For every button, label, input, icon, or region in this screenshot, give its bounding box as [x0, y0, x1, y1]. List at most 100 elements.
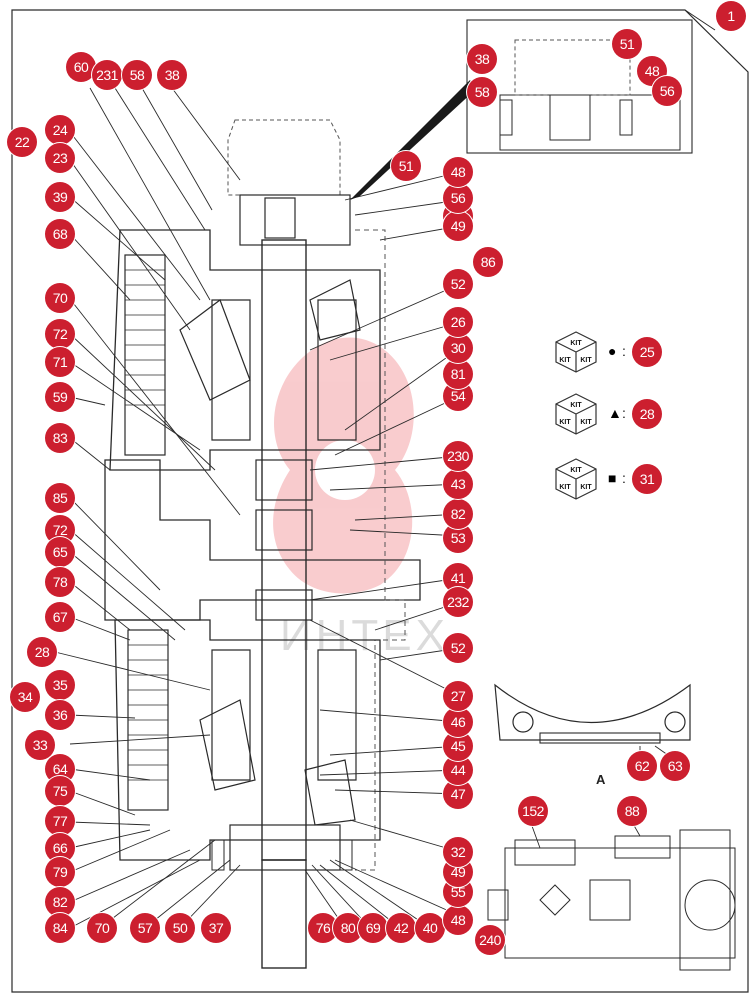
cylinder-upper-left [211, 299, 251, 441]
shaft-end [261, 859, 307, 969]
coupling [255, 459, 313, 501]
detail-a-rod [539, 732, 661, 744]
callout-badge: 79 [45, 857, 75, 887]
callout-badge: 37 [201, 913, 231, 943]
callout-badge: 45 [443, 731, 473, 761]
kit-label-left: KIT [559, 419, 571, 426]
legend-row-triangle: KIT KIT KIT ▲ : 28 [552, 392, 672, 436]
kit-label-right: KIT [580, 419, 592, 426]
dashed-outline [355, 229, 406, 871]
coupling-2 [255, 509, 313, 551]
callout-badge: 83 [45, 423, 75, 453]
swashplate-lower-r [304, 759, 356, 826]
callout-badge: 39 [45, 182, 75, 212]
detail-view-label: A [596, 772, 606, 787]
detail-pointer [350, 80, 475, 200]
kit-label-top: KIT [570, 402, 582, 409]
callout-badge: 43 [443, 469, 473, 499]
detail-a-outline [494, 683, 691, 741]
watermark-logo [273, 337, 414, 594]
kit-cube-icon: KIT KIT KIT [555, 393, 597, 435]
pump-assembly-thumbnail [487, 829, 736, 971]
coupling-3 [255, 589, 313, 621]
callout-badge: 62 [627, 751, 657, 781]
watermark-text: ИНТЕХ [280, 611, 449, 660]
swashplate-lower [199, 699, 256, 791]
legend-colon: : [622, 343, 626, 359]
detail-a-port-left [512, 711, 534, 733]
callout-badge: 26 [443, 307, 473, 337]
kit-label-right: KIT [580, 484, 592, 491]
callout-badge: 38 [467, 44, 497, 74]
callout-leader-1 [684, 9, 716, 31]
callout-badge: 77 [45, 806, 75, 836]
callout-badge: 88 [617, 796, 647, 826]
callout-badge: 58 [122, 60, 152, 90]
callout-badge: 52 [443, 269, 473, 299]
callout-badge: 33 [25, 730, 55, 760]
swashplate-upper [179, 299, 251, 401]
callout-badge: 59 [45, 382, 75, 412]
callout-badge: 82 [443, 499, 473, 529]
callout-badge: 1 [716, 1, 746, 31]
callout-badge: 36 [45, 700, 75, 730]
callout-badge: 58 [467, 77, 497, 107]
callout-badge: 84 [45, 913, 75, 943]
callout-badge: 57 [130, 913, 160, 943]
callout-badge: 35 [45, 670, 75, 700]
callout-badge: 72 [45, 319, 75, 349]
callout-badge: 52 [443, 633, 473, 663]
callout-badge: 68 [45, 219, 75, 249]
callout-badge: 70 [87, 913, 117, 943]
callout-badge: 75 [45, 776, 75, 806]
regulator-block [239, 194, 351, 246]
cylinder-lower-right [317, 649, 357, 781]
callout-badge: 40 [415, 913, 445, 943]
kit-label-left: KIT [559, 357, 571, 364]
regulator-top [227, 119, 341, 196]
housing-upper [109, 229, 381, 471]
swashplate-upper-r [309, 279, 361, 341]
callout-badge: 28 [27, 637, 57, 667]
callout-badge: 24 [45, 115, 75, 145]
callout-badge: 34 [10, 682, 40, 712]
callout-badge: 70 [45, 283, 75, 313]
legend-colon: : [622, 405, 626, 421]
kit-cube-icon: KIT KIT KIT [555, 458, 597, 500]
callout-badge: 56 [652, 76, 682, 106]
page-frame [11, 9, 749, 993]
callout-badge: 85 [45, 483, 75, 513]
callout-badge: 49 [443, 211, 473, 241]
legend-callout: 31 [632, 464, 662, 494]
gear-upper [124, 254, 166, 456]
callout-badge: 30 [443, 333, 473, 363]
kit-label-left: KIT [559, 484, 571, 491]
callout-badge: 240 [475, 925, 505, 955]
callout-badge: 69 [358, 913, 388, 943]
callout-badge: 51 [391, 151, 421, 181]
callout-badge: 82 [45, 887, 75, 917]
legend-callout: 28 [632, 399, 662, 429]
callout-badge: 48 [443, 905, 473, 935]
callout-badge: 71 [45, 347, 75, 377]
callout-badge: 56 [443, 183, 473, 213]
callout-badge: 63 [660, 751, 690, 781]
kit-cube-icon: KIT KIT KIT [555, 331, 597, 373]
callout-badge: 232 [443, 587, 473, 617]
callout-badge: 32 [443, 837, 473, 867]
callout-badge: 42 [386, 913, 416, 943]
detail-a-port-right [664, 711, 686, 733]
legend-colon: : [622, 470, 626, 486]
callout-badge: 46 [443, 707, 473, 737]
cylinder-lower-left [211, 649, 251, 781]
filled-triangle-icon: ▲ [608, 405, 622, 421]
callout-badge: 86 [473, 247, 503, 277]
kit-label-right: KIT [580, 357, 592, 364]
callout-badge: 50 [165, 913, 195, 943]
legend-callout: 25 [632, 337, 662, 367]
legend-row-circle: KIT KIT KIT ● : 25 [552, 330, 672, 374]
filled-circle-icon: ● [608, 343, 617, 359]
callout-badge: 78 [45, 567, 75, 597]
callout-badge: 81 [443, 359, 473, 389]
